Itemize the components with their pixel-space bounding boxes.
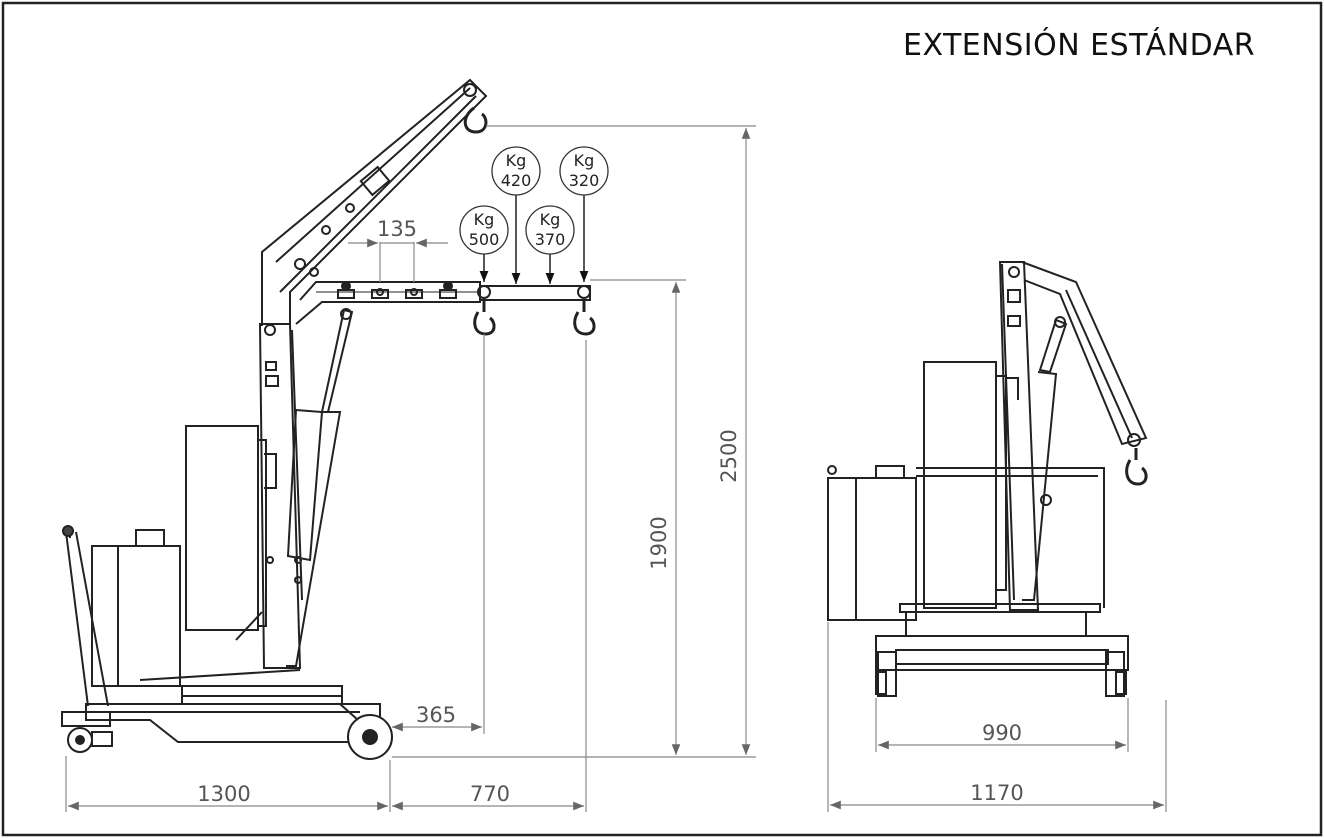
svg-text:Kg: Kg <box>474 210 495 229</box>
drawing-title: EXTENSIÓN ESTÁNDAR <box>903 28 1256 63</box>
svg-text:420: 420 <box>501 171 532 190</box>
svg-text:Kg: Kg <box>540 210 561 229</box>
load-badge-370: Kg 370 <box>525 205 575 255</box>
dim-135: 135 <box>377 217 417 241</box>
dim-770: 770 <box>470 782 510 806</box>
svg-text:500: 500 <box>469 230 500 249</box>
dim-365: 365 <box>416 703 456 727</box>
dim-1900: 1900 <box>647 516 671 569</box>
side-view-crane <box>61 78 596 760</box>
front-view-crane <box>827 261 1148 697</box>
dimension-lines <box>65 125 1167 812</box>
svg-text:320: 320 <box>569 171 600 190</box>
dim-1170: 1170 <box>970 781 1023 805</box>
load-badge-500: Kg 500 <box>459 205 509 255</box>
svg-text:Kg: Kg <box>574 151 595 170</box>
load-badge-320: Kg 320 <box>559 146 609 196</box>
dim-1300: 1300 <box>197 782 250 806</box>
dim-990: 990 <box>982 721 1022 745</box>
load-badge-420: Kg 420 <box>491 146 541 196</box>
load-leaders <box>479 194 589 284</box>
dim-2500: 2500 <box>717 429 741 482</box>
svg-text:370: 370 <box>535 230 566 249</box>
svg-text:Kg: Kg <box>506 151 527 170</box>
